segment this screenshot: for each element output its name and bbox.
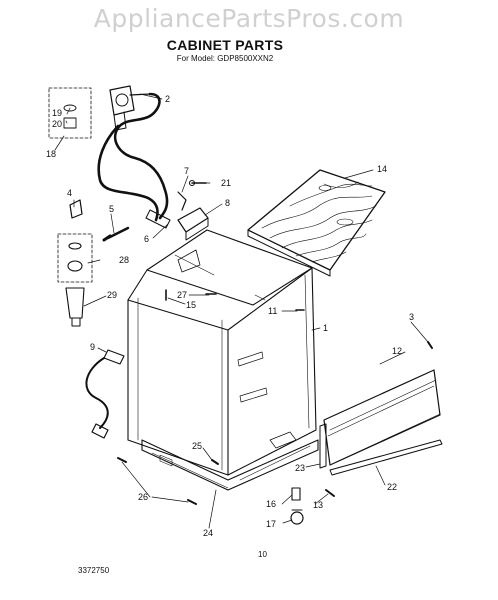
document-number: 3372750 bbox=[78, 566, 110, 575]
callout-8: 8 bbox=[225, 198, 230, 208]
page-title: CABINET PARTS bbox=[166, 37, 284, 53]
callout-11: 11 bbox=[268, 306, 277, 316]
callout-2: 2 bbox=[165, 94, 170, 104]
valve-box bbox=[48, 87, 92, 139]
callout-15: 15 bbox=[186, 300, 196, 310]
callout-16: 16 bbox=[266, 499, 276, 509]
clip-4 bbox=[69, 199, 83, 219]
bracket-8 bbox=[177, 207, 209, 241]
screw-25 bbox=[211, 459, 219, 465]
callout-22: 22 bbox=[387, 482, 397, 492]
callout-labels: 1 2 3 4 5 6 7 8 9 11 12 13 14 15 16 17 1… bbox=[46, 94, 414, 538]
callout-9: 9 bbox=[90, 342, 95, 352]
washer-28-box bbox=[57, 233, 93, 283]
callout-1: 1 bbox=[323, 323, 328, 333]
cabinet-frame bbox=[127, 229, 317, 476]
callout-5: 5 bbox=[109, 204, 114, 214]
callout-6: 6 bbox=[144, 234, 149, 244]
callout-24: 24 bbox=[203, 528, 213, 538]
callout-14: 14 bbox=[377, 164, 387, 174]
callout-17: 17 bbox=[266, 519, 276, 529]
clamp-7 bbox=[177, 191, 187, 211]
toe-panel-trim bbox=[329, 439, 443, 476]
callout-27: 27 bbox=[177, 290, 187, 300]
fitting-29 bbox=[65, 287, 85, 327]
callout-25: 25 bbox=[192, 441, 202, 451]
screw-3 bbox=[427, 341, 433, 349]
callout-3: 3 bbox=[409, 312, 414, 322]
callout-29: 29 bbox=[107, 290, 117, 300]
leveling-leg-16 bbox=[291, 487, 301, 501]
fitting-5 bbox=[102, 226, 130, 242]
callout-7: 7 bbox=[184, 166, 189, 176]
side-trim bbox=[319, 423, 327, 469]
callout-28: 28 bbox=[119, 255, 129, 265]
power-cord-9 bbox=[85, 349, 125, 439]
caster-17 bbox=[290, 509, 304, 525]
leader-lines bbox=[54, 93, 429, 529]
callout-21: 21 bbox=[221, 178, 231, 188]
model-subtitle: For Model: GDP8500XXN2 bbox=[176, 54, 274, 63]
callout-13: 13 bbox=[313, 500, 323, 510]
callout-23: 23 bbox=[295, 463, 305, 473]
cabinet-base bbox=[141, 431, 319, 491]
callout-4: 4 bbox=[67, 188, 72, 198]
callout-20: 20 bbox=[52, 119, 62, 129]
page-number: 10 bbox=[258, 550, 267, 559]
screw-26b bbox=[187, 499, 197, 505]
callout-12: 12 bbox=[392, 346, 402, 356]
callout-26: 26 bbox=[138, 492, 148, 502]
fill-hose bbox=[97, 92, 171, 229]
toe-panel bbox=[323, 369, 441, 466]
water-valve bbox=[109, 85, 151, 131]
callout-19: 19 bbox=[52, 108, 62, 118]
wood-top bbox=[247, 169, 386, 277]
watermark: AppliancePartsPros.com bbox=[93, 4, 405, 33]
screw-13 bbox=[325, 489, 335, 497]
callout-18: 18 bbox=[46, 149, 56, 159]
screw-26a bbox=[117, 457, 127, 463]
